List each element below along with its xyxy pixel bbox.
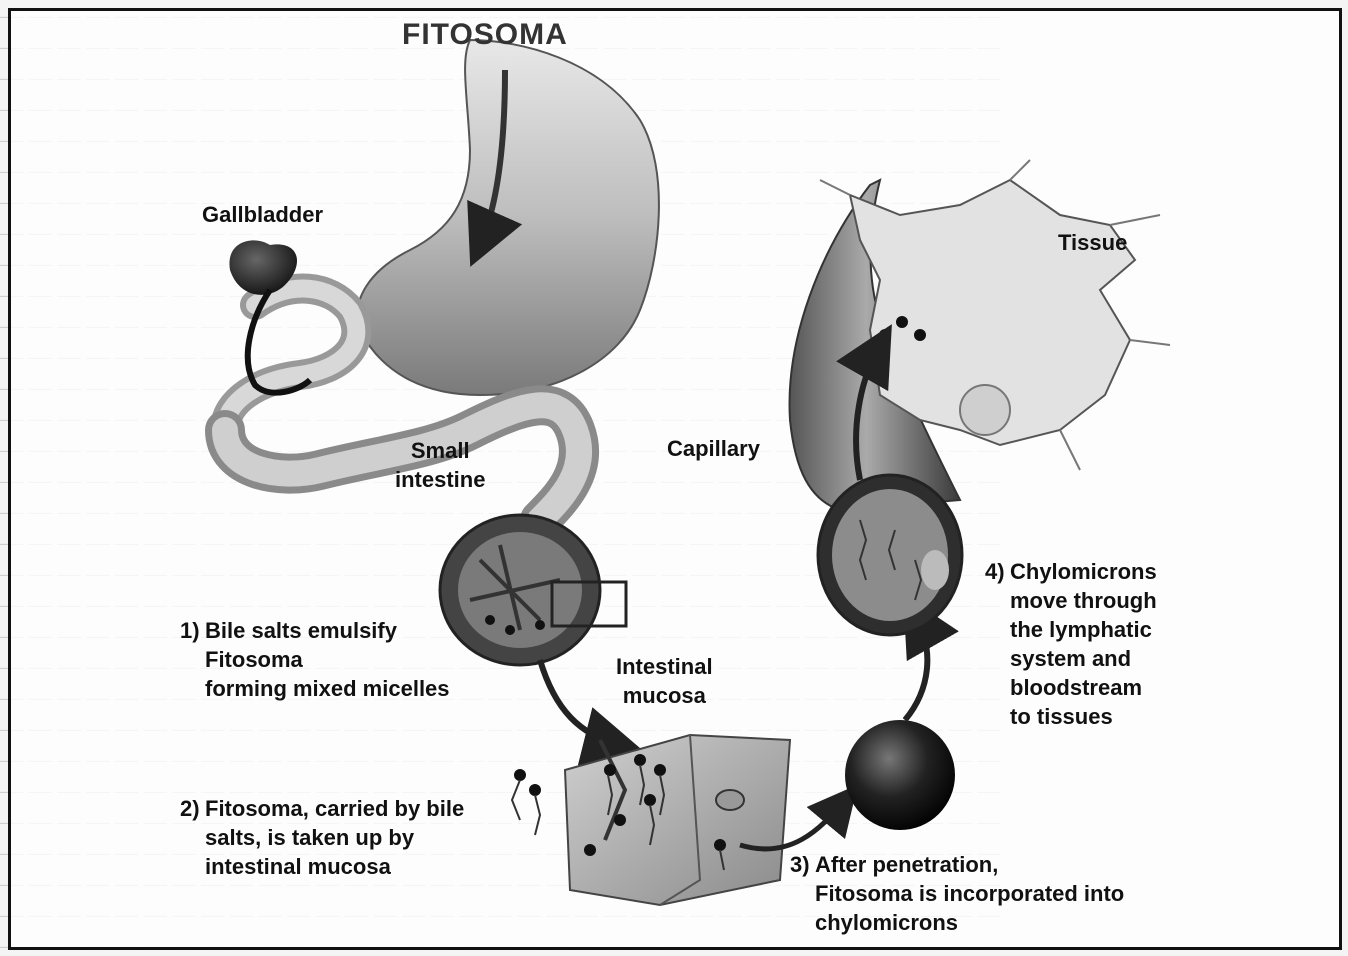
step-4: 4) Chylomicrons move through the lymphat… xyxy=(985,557,1157,731)
label-gallbladder: Gallbladder xyxy=(202,200,323,229)
diagram-title: FITOSOMA xyxy=(402,20,568,49)
step-2: 2) Fitosoma, carried by bile salts, is t… xyxy=(180,794,464,881)
label-intestinal-mucosa: Intestinal mucosa xyxy=(616,652,713,710)
step-1-number: 1) xyxy=(180,616,200,645)
arrow-to-mucosa xyxy=(540,660,620,745)
step-2-text: Fitosoma, carried by bile salts, is take… xyxy=(205,794,464,881)
label-capillary: Capillary xyxy=(667,434,760,463)
label-small-intestine: Small intestine xyxy=(395,436,485,494)
mucosa-block xyxy=(512,735,790,905)
chylomicron xyxy=(845,720,955,830)
step-3-text: After penetration, Fitosoma is incorpora… xyxy=(815,850,1124,937)
step-3-number: 3) xyxy=(790,850,810,879)
label-tissue: Tissue xyxy=(1058,228,1127,257)
step-3: 3) After penetration, Fitosoma is incorp… xyxy=(790,850,1124,937)
stomach xyxy=(357,40,658,395)
step-4-number: 4) xyxy=(985,557,1005,586)
step-2-number: 2) xyxy=(180,794,200,823)
step-1: 1) Bile salts emulsify Fitosoma forming … xyxy=(180,616,450,703)
step-1-text: Bile salts emulsify Fitosoma forming mix… xyxy=(205,616,450,703)
step-4-text: Chylomicrons move through the lymphatic … xyxy=(1010,557,1157,731)
